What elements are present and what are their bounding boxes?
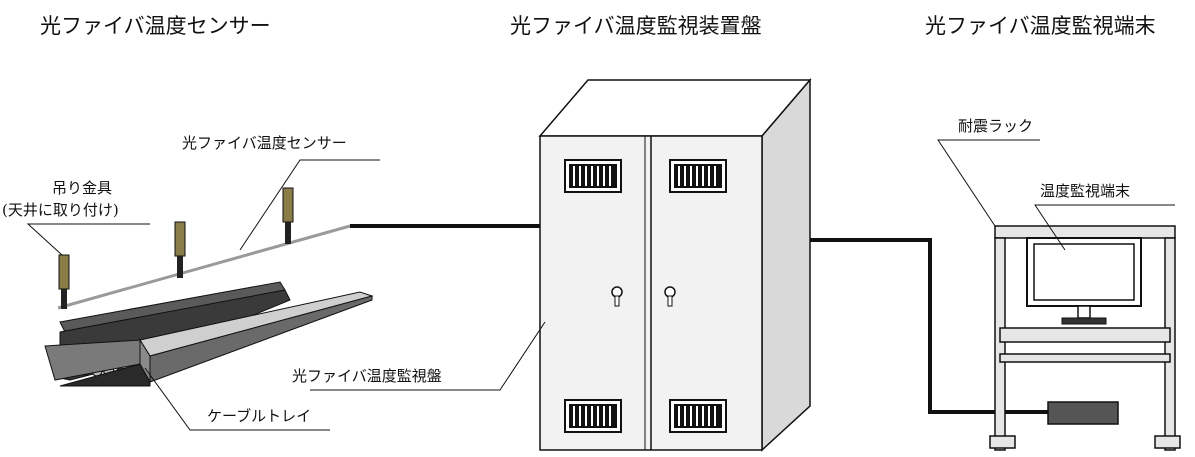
hanger-2 xyxy=(174,221,186,278)
leader-seismic-rack xyxy=(937,139,1040,227)
label-monitor-panel: 光ファイバ温度監視盤 xyxy=(292,367,442,385)
lock-right-icon xyxy=(664,286,676,307)
rack-base-unit xyxy=(1047,401,1119,425)
vent-bottom-left xyxy=(564,399,622,433)
vent-bottom-right xyxy=(669,399,727,433)
cable-tray xyxy=(44,281,374,387)
heading-sensor: 光ファイバ温度センサー xyxy=(40,14,271,38)
leader-sensor-line xyxy=(239,159,380,251)
leader-tray xyxy=(144,367,330,431)
fiber-line-to-terminal xyxy=(810,238,1050,414)
vent-top-right xyxy=(669,159,727,193)
leader-terminal xyxy=(1034,204,1175,251)
label-monitor-terminal: 温度監視端末 xyxy=(1040,182,1131,200)
leader-monitor-panel xyxy=(310,321,546,391)
lock-left-icon xyxy=(611,286,623,307)
vent-top-left xyxy=(564,159,622,193)
label-sensor-line: 光ファイバ温度センサー xyxy=(182,134,347,152)
label-cable-tray: ケーブルトレイ xyxy=(207,407,312,425)
cabinet xyxy=(538,77,812,452)
hanger-3 xyxy=(282,187,294,244)
heading-cabinet: 光ファイバ温度監視装置盤 xyxy=(510,14,762,38)
sensor-cable xyxy=(57,224,351,310)
hanger-1 xyxy=(58,254,70,309)
label-hanger-line2: (天井に取り付け) xyxy=(2,201,119,219)
label-seismic-rack: 耐震ラック xyxy=(958,117,1034,135)
label-hanger-line1: 吊り金具 xyxy=(52,179,113,197)
heading-terminal: 光ファイバ温度監視端末 xyxy=(925,14,1156,38)
monitor-icon xyxy=(1026,237,1142,325)
leader-hanger xyxy=(26,223,150,256)
